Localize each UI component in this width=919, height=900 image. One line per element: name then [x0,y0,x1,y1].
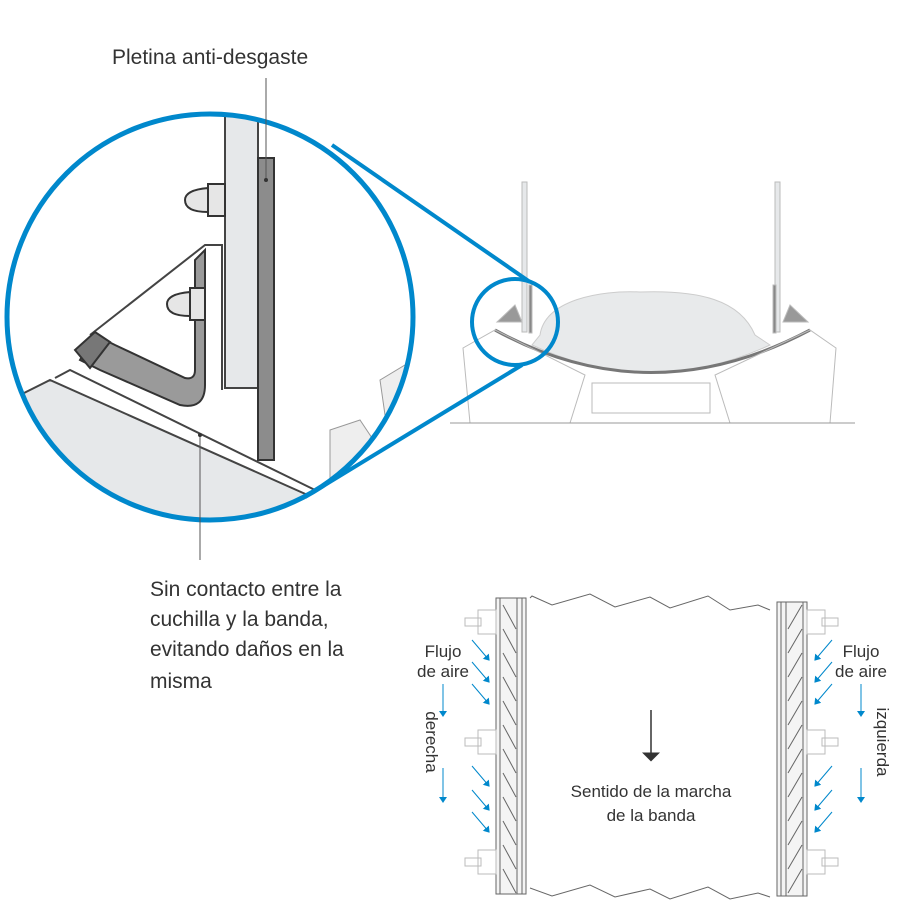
hatch-line [787,628,803,654]
airflow-arrow [814,789,833,811]
hatch-line [502,868,517,894]
label-side-left: derecha [422,711,441,773]
airflow-arrow [471,661,490,683]
airflow-arrow [471,811,490,833]
label-belt-direction-1: Sentido de la marcha [571,782,732,801]
bolt-icon [165,287,206,321]
airflow-arrow [814,811,833,833]
label-no-contact-4: misma [150,670,212,693]
hatch-line [502,676,517,702]
label-airflow-right-2: de aire [835,662,887,681]
belt-top-view [464,593,839,900]
airflow-arrow [471,683,490,705]
airflow-arrow [814,683,833,705]
label-side-right: izquierda [873,708,892,778]
hatch-line [787,700,803,726]
airflow-arrow [471,789,490,811]
airflow-arrow [814,765,833,787]
hatch-line [787,652,803,678]
label-no-contact-1: Sin contacto entre la [150,578,342,601]
label-airflow-right-1: Flujo [843,642,880,661]
hatch-line [787,604,803,630]
hatch-line [502,700,517,726]
hatch-line [787,844,803,870]
hatch-line [787,676,803,702]
hatch-line [787,820,803,846]
hatch-line [502,628,517,654]
hatch-line [502,820,517,846]
label-belt-direction-2: de la banda [607,806,696,825]
hatch-line [787,772,803,798]
hatch-line [787,724,803,750]
big-zoom-circle [4,111,416,523]
zoom-detail [7,114,413,520]
hatch-line [502,844,517,870]
left-edge-rail [495,597,527,895]
label-no-contact-3: evitando daños en la [150,638,344,661]
conveyor-cross-section [450,181,855,424]
hatch-line [502,772,517,798]
airflow-arrow [814,661,833,683]
label-no-contact-2: cuchilla y la banda, [150,608,329,631]
hatch-line [502,604,517,630]
airflow-arrows [471,639,833,833]
label-wear-strip: Pletina anti-desgaste [112,46,308,69]
hatch-line [787,868,803,894]
airflow-arrow [471,765,490,787]
hatch-line [787,748,803,774]
hatch-line [787,796,803,822]
hatch-line [502,724,517,750]
label-airflow-left-1: Flujo [425,642,462,661]
airflow-arrow [471,639,490,661]
airflow-arrow [814,639,833,661]
bolt-icon [183,183,226,217]
idler-rollers [464,609,839,875]
small-zoom-circle [470,277,560,367]
hatch-line [502,652,517,678]
label-airflow-left-2: de aire [417,662,469,681]
hatch-line [502,796,517,822]
hatch-line [502,748,517,774]
side-arrows [439,684,865,803]
